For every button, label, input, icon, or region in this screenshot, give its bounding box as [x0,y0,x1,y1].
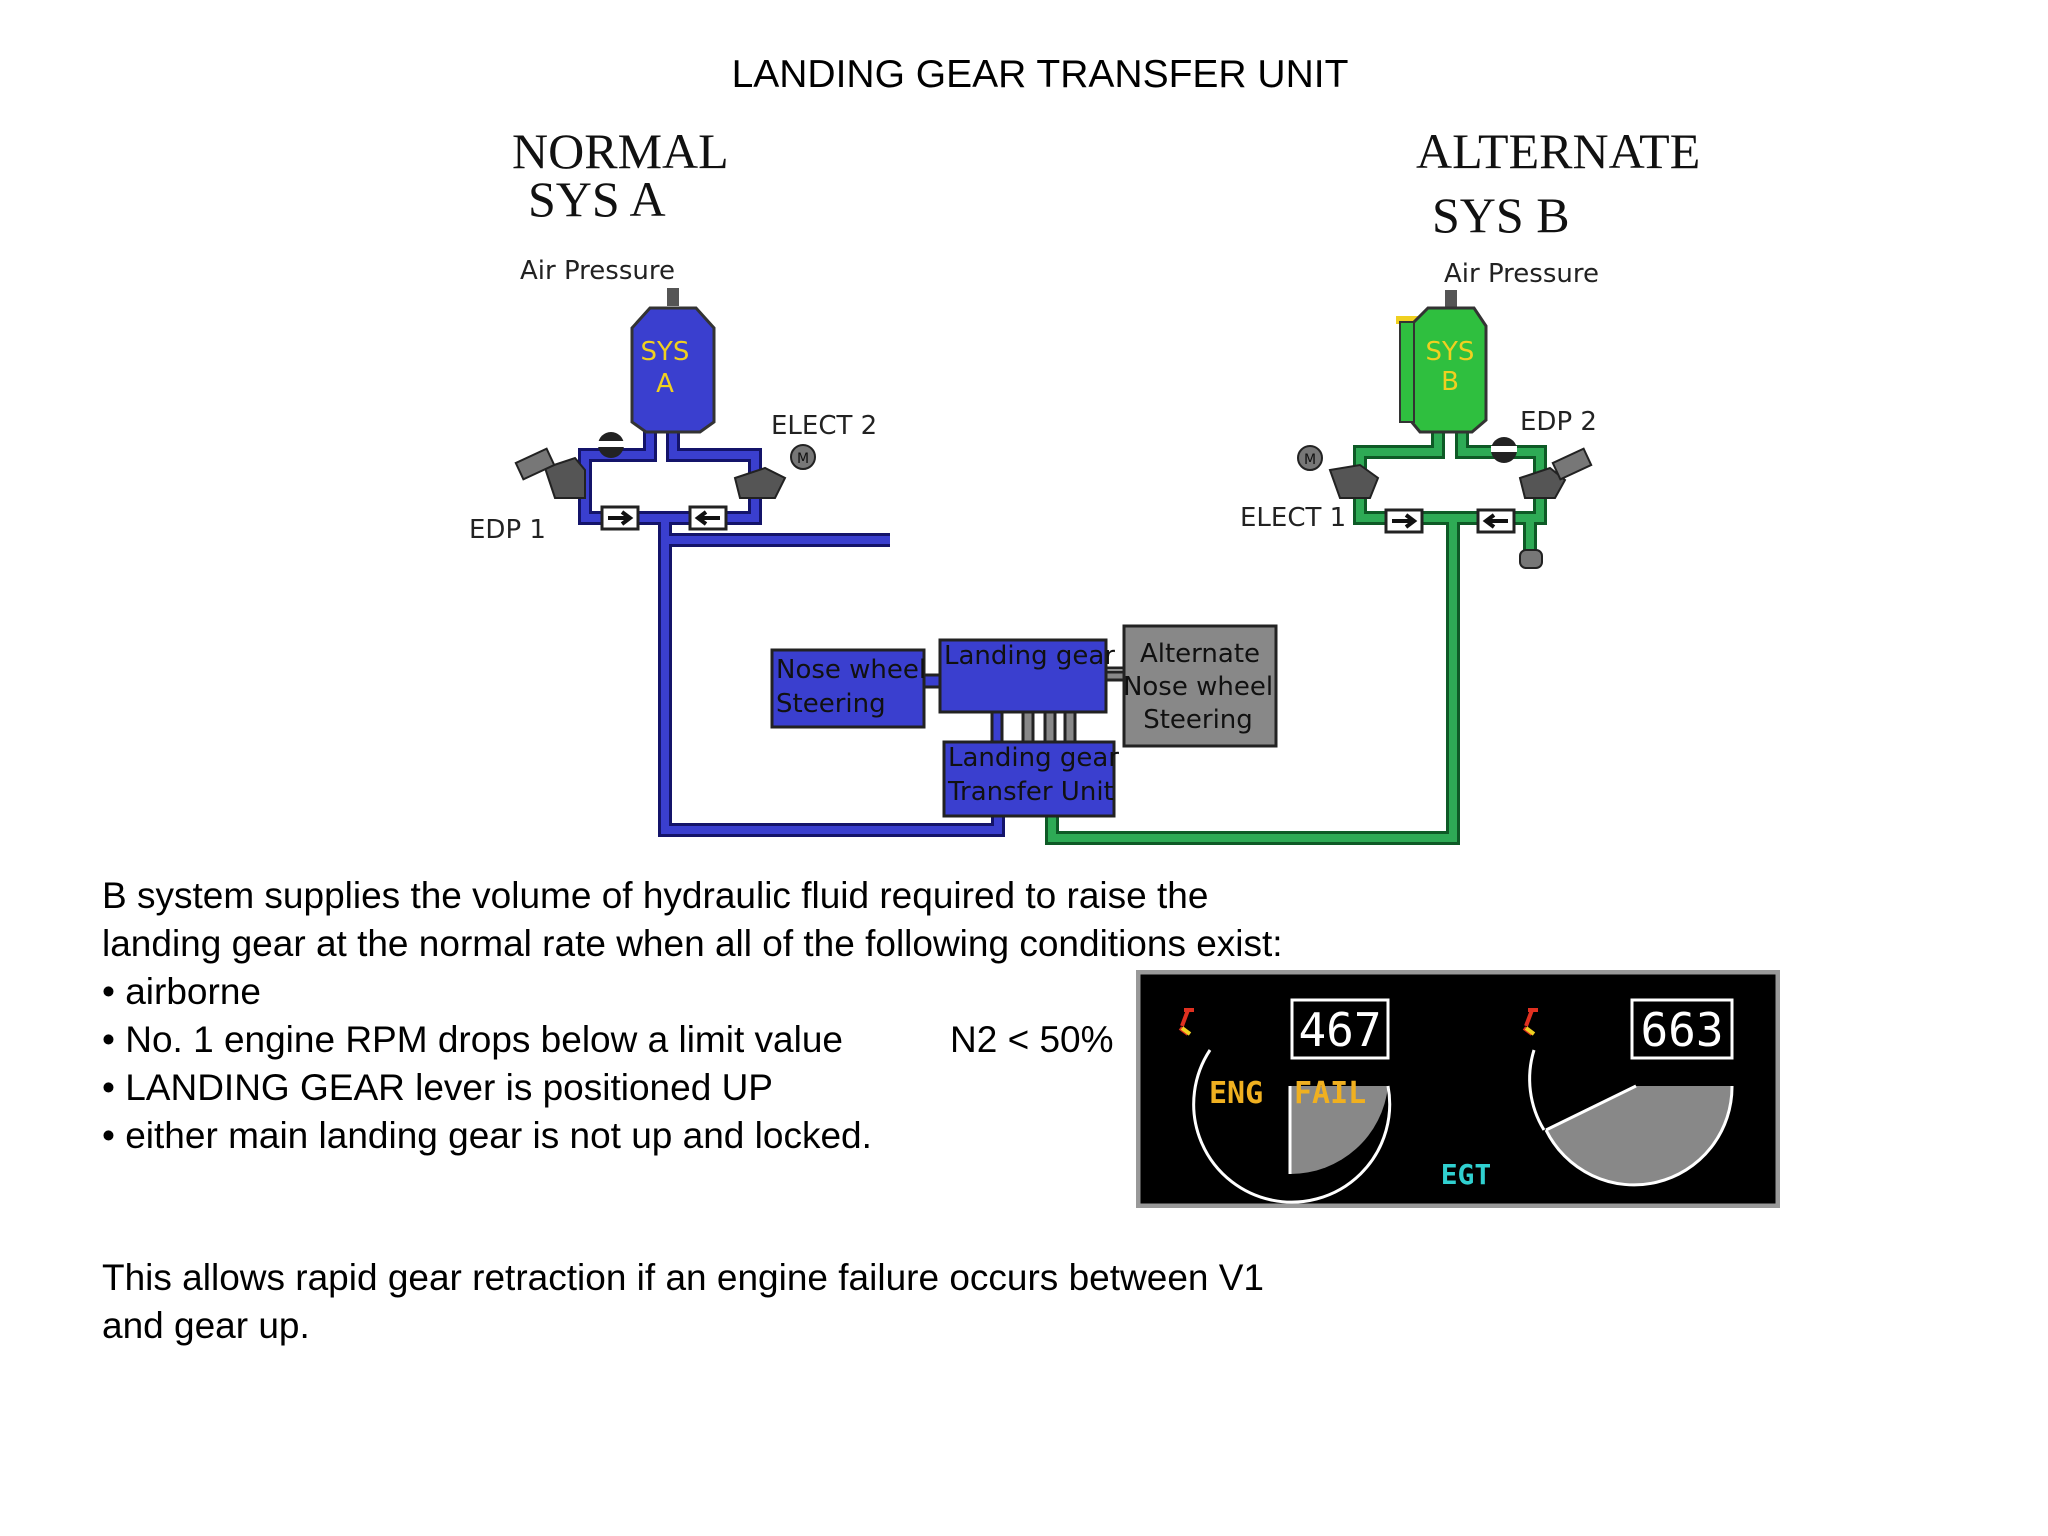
egt-left-value: 467 [1298,1003,1381,1057]
reservoir-b-label-1: SYS [1426,337,1475,367]
alternate-nose-wheel-steering-box: Alternate Nose wheel Steering [1122,624,1278,748]
condition-engine-rpm: • No. 1 engine RPM drops below a limit v… [102,1019,843,1060]
alternate-system-label: SYS B [1432,187,1570,243]
component-boxes: Nose wheel Steering Landing gear Alterna… [770,624,1278,818]
edp1-label: EDP 1 [469,515,546,545]
outro-line-2: and gear up. [102,1305,310,1346]
edp1-pump-icon [514,447,586,499]
sys-a-air-pressure-label: Air Pressure [520,256,675,286]
egt-right-value: 663 [1640,1003,1723,1057]
check-valve-icon [1476,508,1516,534]
edp2-pump-icon [1518,447,1593,499]
reservoir-a-label-2: A [656,369,674,399]
alt-nose-label-1: Alternate [1140,639,1260,669]
egt-display: 467 ENG FAIL 663 EGT [1136,970,1780,1208]
normal-system-label: SYS A [528,171,666,227]
intro-line-1: B system supplies the volume of hydrauli… [102,875,1209,916]
nose-wheel-label-2: Steering [776,689,886,719]
condition-gear-not-locked: • either main landing gear is not up and… [102,1115,872,1156]
pressure-switch-icon [598,432,624,458]
condition-gear-lever: • LANDING GEAR lever is positioned UP [102,1067,773,1108]
fail-label: FAIL [1294,1076,1366,1111]
edp2-label: EDP 2 [1520,407,1597,437]
reservoir-b-label-2: B [1441,367,1459,397]
normal-heading: NORMAL [512,123,729,179]
system-b-circuit: SYS B M [1045,259,1599,845]
pressure-switch-icon [1491,437,1517,463]
system-a-circuit: SYS A M Air Pres [469,256,1005,837]
egt-gauge-right: 663 [1522,998,1734,1187]
transfer-unit-label-2: Transfer Unit [947,777,1114,807]
elect1-pump-icon: M [1297,445,1380,499]
alt-nose-label-3: Steering [1143,705,1253,735]
intro-line-2: landing gear at the normal rate when all… [102,923,1283,964]
reservoir-a-label-1: SYS [641,337,690,367]
outro-line-1: This allows rapid gear retraction if an … [102,1257,1265,1298]
transfer-unit-box: Landing gear Transfer Unit [942,740,1119,818]
motor-icon: M [790,444,816,470]
landing-gear-box: Landing gear [938,638,1115,714]
elect2-pump-icon: M [733,444,816,499]
check-valve-icon [688,505,728,531]
transfer-unit-label-1: Landing gear [948,743,1119,773]
n2-note: N2 < 50% [950,1019,1114,1060]
nose-wheel-label-1: Nose wheel [776,655,926,685]
alt-nose-label-2: Nose wheel [1123,672,1273,702]
landing-gear-label: Landing gear [944,641,1115,671]
check-valve-icon [600,505,640,531]
reservoir-b: SYS B [1396,290,1488,434]
elect1-label: ELECT 1 [1240,503,1346,533]
check-valve-icon [1384,508,1424,534]
svg-text:M: M [1304,452,1316,468]
alternate-heading: ALTERNATE [1416,123,1701,179]
sys-b-air-pressure-label: Air Pressure [1444,259,1599,289]
filter-icon [1519,549,1543,569]
egt-label: EGT [1441,1158,1492,1191]
elect2-label: ELECT 2 [771,411,877,441]
reservoir-a: SYS A [630,288,716,434]
page-title: LANDING GEAR TRANSFER UNIT [731,53,1349,96]
condition-airborne: • airborne [102,971,261,1012]
nose-wheel-steering-box: Nose wheel Steering [770,648,926,729]
egt-gauge-left: 467 ENG FAIL [1178,998,1392,1204]
eng-label: ENG [1209,1076,1263,1111]
motor-icon: M [1297,445,1323,471]
svg-text:M: M [797,451,809,467]
